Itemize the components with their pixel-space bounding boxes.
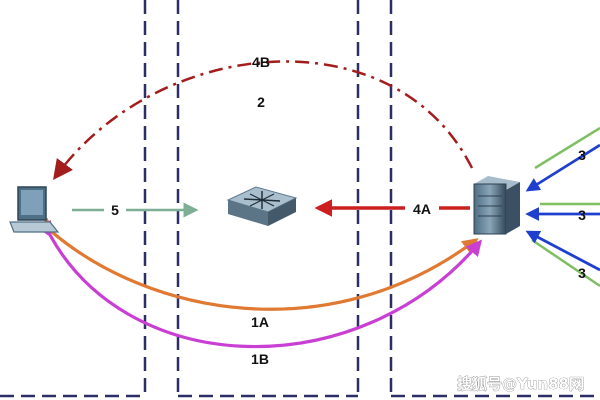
label-3-bottom: 3 [578, 265, 586, 281]
arrow-4b [53, 60, 474, 181]
zone-right [389, 0, 600, 398]
label-4a: 4A [413, 201, 431, 217]
arrow-3-bottom [525, 230, 600, 272]
label-3-mid: 3 [578, 207, 586, 223]
label-1a: 1A [251, 314, 269, 330]
green-incoming-line-bottom [531, 238, 600, 288]
green-incoming-line-top [534, 126, 600, 170]
label-3-top: 3 [578, 147, 586, 163]
label-1b: 1B [251, 351, 269, 367]
server-tower-icon [473, 176, 520, 235]
label-5: 5 [111, 202, 119, 218]
network-switch-icon [226, 186, 298, 226]
arrow-1a [37, 217, 479, 311]
label-zone-2: 2 [257, 94, 265, 110]
zone-middle [176, 0, 360, 398]
arrow-3-top [525, 143, 600, 192]
watermark-text: 搜狐号@Yun88网 [457, 375, 584, 393]
laptop-icon [9, 186, 60, 233]
arrow-1b [36, 219, 483, 349]
zone-left [0, 0, 147, 398]
label-4b: 4B [252, 54, 270, 70]
